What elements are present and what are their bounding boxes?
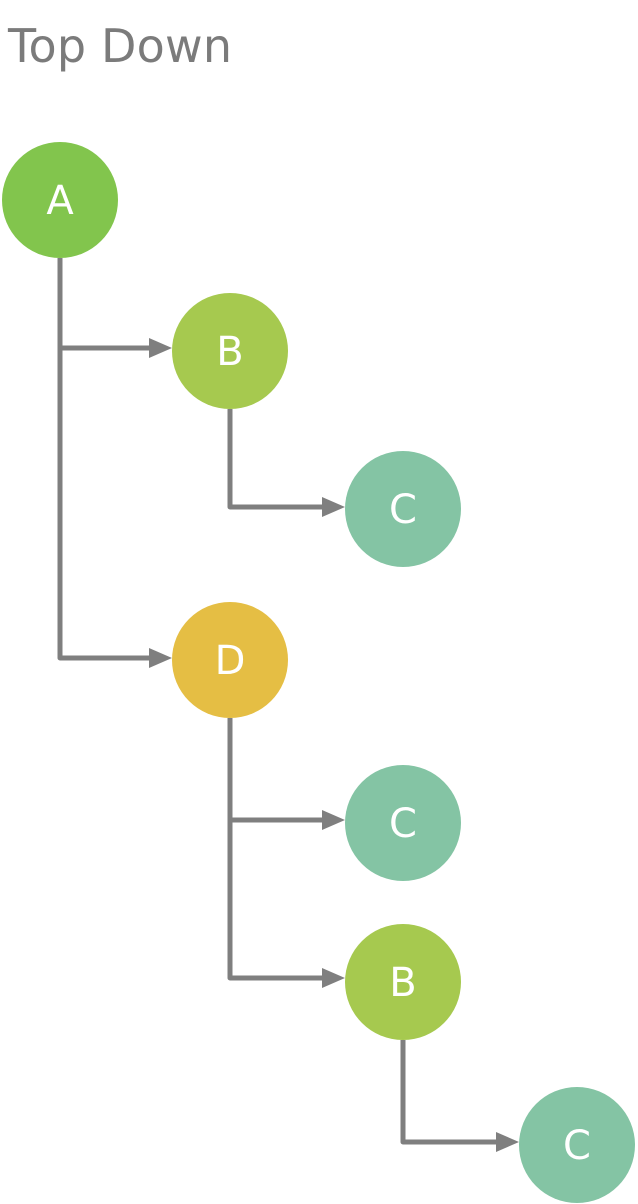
arrow-head-icon <box>322 497 345 517</box>
node-label: C <box>563 1123 591 1169</box>
edge-line <box>400 1040 496 1145</box>
edge-b-to-c <box>227 409 345 517</box>
edge-a-to-b <box>57 258 172 358</box>
edge-line <box>227 718 322 981</box>
edge-d-to-c <box>227 718 345 830</box>
edge-line <box>227 718 322 823</box>
node-circle[interactable] <box>345 924 461 1040</box>
arrow-head-icon <box>496 1132 519 1152</box>
node-d[interactable]: D <box>172 602 288 718</box>
node-circle[interactable] <box>172 602 288 718</box>
arrow-head-icon <box>149 648 172 668</box>
nodes-layer: A B C D C B C <box>2 142 635 1203</box>
node-a[interactable]: A <box>2 142 118 258</box>
node-label: A <box>46 178 74 224</box>
edge-line <box>57 258 149 351</box>
node-b[interactable]: B <box>345 924 461 1040</box>
node-b[interactable]: B <box>172 293 288 409</box>
edge-b-to-c <box>400 1040 519 1152</box>
node-label: C <box>389 487 417 533</box>
edge-line <box>57 258 149 661</box>
edge-a-to-d <box>57 258 172 668</box>
edge-line <box>227 409 322 510</box>
node-circle[interactable] <box>345 765 461 881</box>
node-circle[interactable] <box>172 293 288 409</box>
edges-layer <box>57 258 519 1152</box>
node-c[interactable]: C <box>345 451 461 567</box>
edge-d-to-b <box>227 718 345 988</box>
node-label: B <box>216 329 243 375</box>
arrow-head-icon <box>322 810 345 830</box>
node-circle[interactable] <box>2 142 118 258</box>
node-circle[interactable] <box>345 451 461 567</box>
page-title: Top Down <box>7 19 232 73</box>
node-circle[interactable] <box>519 1087 635 1203</box>
node-label: C <box>389 801 417 847</box>
arrow-head-icon <box>322 968 345 988</box>
node-c[interactable]: C <box>519 1087 635 1203</box>
node-label: D <box>215 638 246 684</box>
node-label: B <box>389 960 416 1006</box>
node-c[interactable]: C <box>345 765 461 881</box>
graph-title-group: Top Down <box>7 19 232 73</box>
arrow-head-icon <box>149 338 172 358</box>
